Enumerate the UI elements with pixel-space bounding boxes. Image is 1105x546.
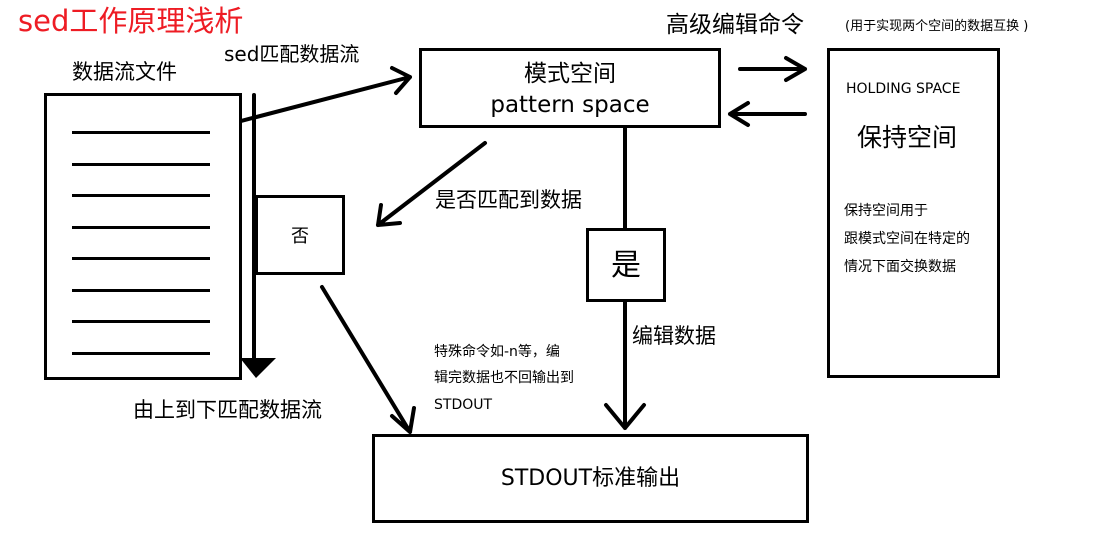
file-text-line: [72, 131, 210, 134]
holding-space-desc-3: 情况下面交换数据: [844, 259, 956, 275]
holding-space-en: HOLDING SPACE: [846, 81, 961, 97]
file-text-line: [72, 257, 210, 260]
arrowhead-top-to-bottom: [240, 358, 276, 378]
file-text-line: [72, 288, 210, 292]
arrow-file-to-pattern: [216, 66, 412, 129]
advanced-cmd-note: (用于实现两个空间的数据互换 ): [845, 19, 1029, 34]
yes-label: 是: [611, 248, 641, 283]
holding-space-desc-2: 跟模式空间在特定的: [844, 231, 970, 247]
file-text-line: [72, 194, 210, 197]
data-file-box: [44, 93, 242, 380]
file-text-line: [72, 225, 210, 229]
advanced-cmd-label: 高级编辑命令: [666, 12, 804, 38]
yes-box: 是: [586, 228, 666, 302]
file-text-line: [72, 320, 210, 323]
top-to-bottom-label: 由上到下匹配数据流: [133, 398, 322, 422]
file-label: 数据流文件: [72, 60, 177, 84]
no-box: 否: [255, 195, 345, 275]
special-note-3: STDOUT: [434, 397, 493, 413]
diagram-title: sed工作原理浅析: [18, 4, 244, 38]
pattern-space-en: pattern space: [490, 92, 650, 118]
stdout-label: STDOUT标准输出: [500, 466, 681, 491]
match-flow-label: sed匹配数据流: [224, 42, 360, 66]
arrow-no-to-stdout: [320, 285, 416, 434]
holding-space-box: HOLDING SPACE 保持空间 保持空间用于 跟模式空间在特定的 情况下面…: [827, 48, 1000, 378]
file-text-line: [72, 351, 210, 355]
stdout-box: STDOUT标准输出: [372, 434, 809, 523]
no-label: 否: [291, 226, 309, 247]
special-note-1: 特殊命令如-n等，编: [434, 344, 560, 360]
special-note-2: 辑完数据也不回输出到: [434, 370, 574, 386]
pattern-space-cn: 模式空间: [524, 61, 616, 87]
pattern-space-box: 模式空间 pattern space: [419, 48, 721, 128]
arrow-yes-to-stdout: [604, 300, 646, 430]
match-question-label: 是否匹配到数据: [435, 188, 582, 212]
holding-space-desc-1: 保持空间用于: [844, 203, 928, 219]
holding-space-cn: 保持空间: [857, 123, 958, 152]
arrow-holding-to-pattern: [728, 101, 807, 127]
edit-data-label: 编辑数据: [632, 324, 716, 348]
arrow-pattern-to-no: [376, 141, 487, 227]
file-text-line: [72, 162, 210, 166]
arrow-pattern-to-holding: [738, 56, 807, 82]
